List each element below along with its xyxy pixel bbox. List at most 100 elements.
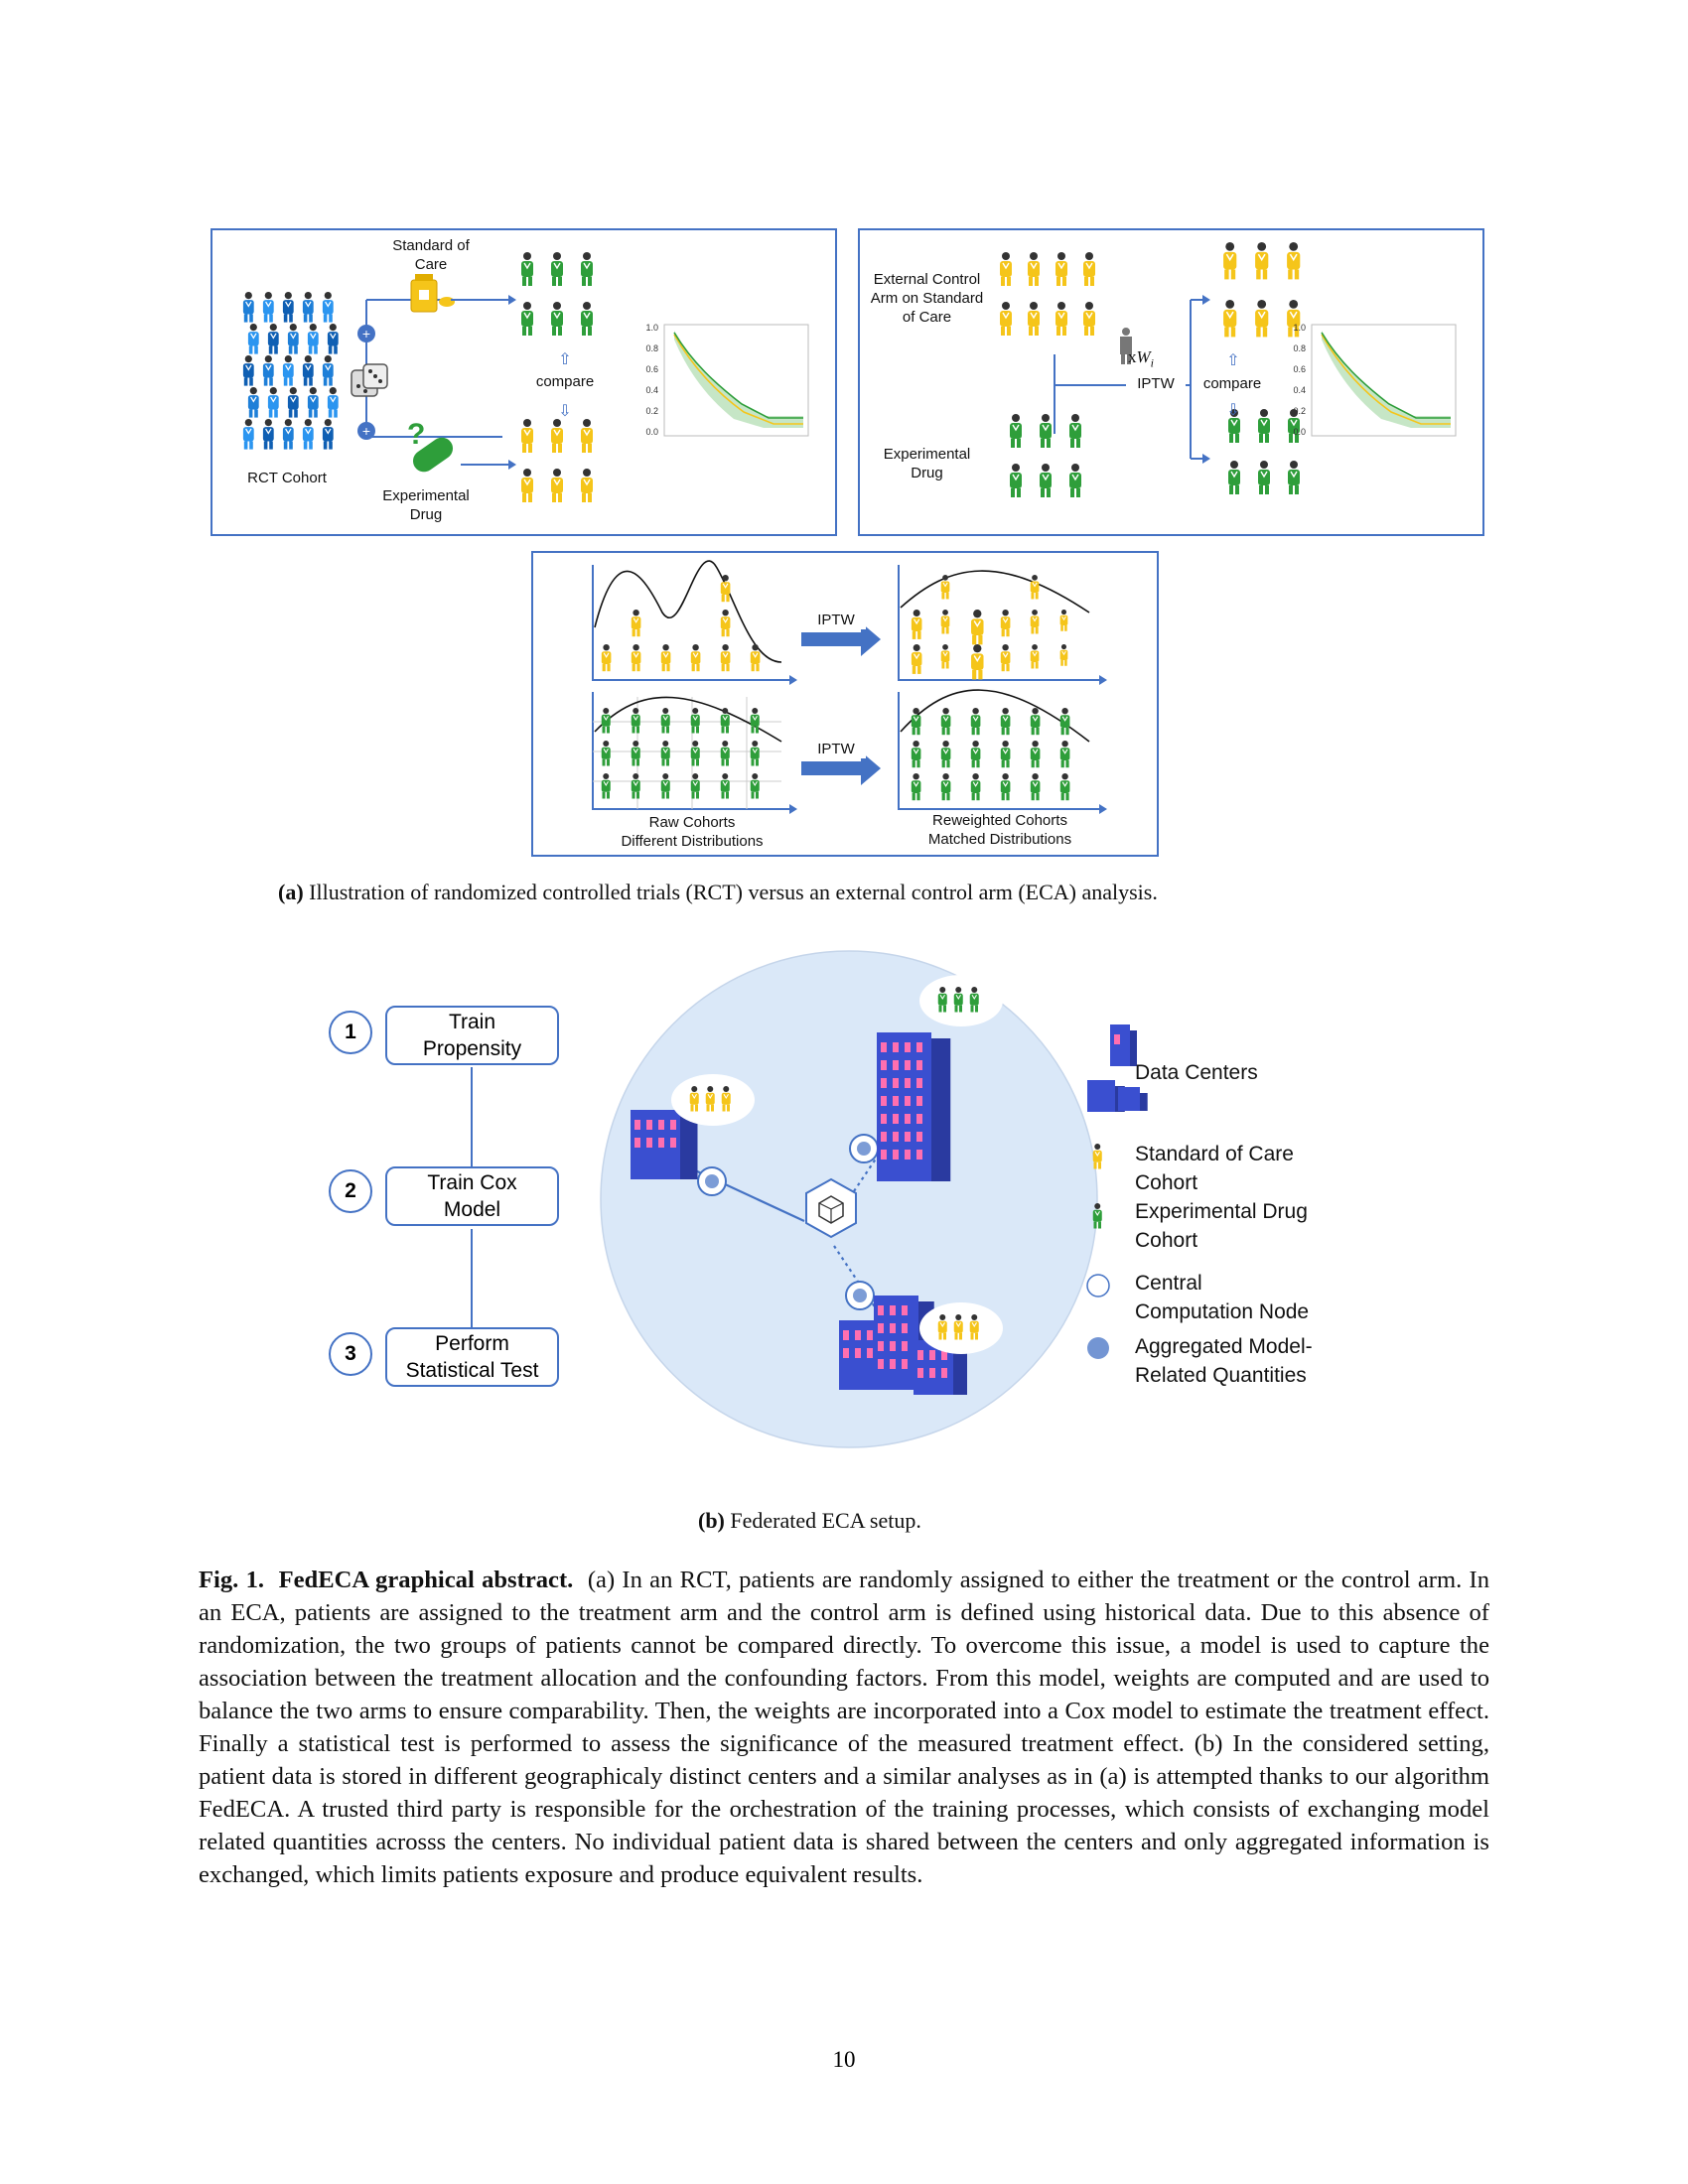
person-icon bbox=[660, 773, 670, 799]
person-icon bbox=[1030, 741, 1041, 768]
plus-icon bbox=[357, 422, 375, 440]
person-icon bbox=[1000, 610, 1011, 637]
svg-text:1.0: 1.0 bbox=[645, 323, 658, 333]
person-icon bbox=[940, 644, 950, 669]
person-icon bbox=[1000, 252, 1012, 286]
person-icon bbox=[1228, 409, 1240, 443]
reweighted-cohorts-label: Reweighted Cohorts Matched Distributions bbox=[891, 811, 1109, 849]
person-icon bbox=[581, 302, 593, 336]
rct-panel-graphics: + + ? ⇧ ⇩ 1.00.80.60 bbox=[242, 252, 809, 502]
person-icon bbox=[689, 1086, 699, 1112]
person-icon bbox=[940, 773, 951, 801]
person-icon bbox=[242, 355, 254, 386]
person-icon bbox=[1030, 610, 1040, 634]
person-icon bbox=[1092, 1203, 1102, 1229]
person-icon bbox=[1059, 610, 1068, 631]
person-icon bbox=[262, 355, 274, 386]
person-icon bbox=[307, 324, 319, 354]
rct-cohort-figures bbox=[242, 292, 339, 450]
svg-text:0.8: 0.8 bbox=[1293, 343, 1306, 353]
person-icon bbox=[721, 1086, 731, 1112]
svg-text:⇩: ⇩ bbox=[558, 403, 571, 420]
standard-of-care-drug-icon bbox=[410, 274, 455, 313]
person-icon bbox=[940, 741, 951, 768]
svg-text:0.0: 0.0 bbox=[645, 427, 658, 437]
svg-text:0.8: 0.8 bbox=[645, 343, 658, 353]
weight-var: W bbox=[1136, 347, 1151, 366]
svg-text:+: + bbox=[362, 326, 370, 341]
data-center-icon bbox=[631, 1110, 698, 1179]
person-icon bbox=[690, 708, 700, 734]
person-icon bbox=[282, 355, 294, 386]
person-icon bbox=[1059, 741, 1070, 768]
person-icon bbox=[302, 292, 314, 323]
reweighted-cohorts-line1: Reweighted Cohorts bbox=[932, 812, 1067, 829]
figure-text: (a) In an RCT, patients are randomly ass… bbox=[199, 1567, 1489, 1888]
step-3-label: Perform Statistical Test bbox=[405, 1332, 539, 1382]
person-icon bbox=[581, 252, 593, 286]
cohort-bubble bbox=[671, 1074, 755, 1126]
person-icon bbox=[322, 355, 334, 386]
person-icon bbox=[970, 741, 981, 768]
person-icon bbox=[1083, 302, 1095, 336]
iptw-label: IPTW bbox=[1126, 374, 1186, 393]
page-number: 10 bbox=[832, 2047, 856, 2072]
step-3-number: 3 bbox=[329, 1332, 372, 1376]
person-icon bbox=[660, 708, 670, 734]
person-icon bbox=[631, 708, 640, 734]
person-icon bbox=[247, 324, 259, 354]
central-node-icon bbox=[805, 1177, 857, 1239]
person-icon bbox=[953, 987, 963, 1013]
rct-standard-cohort bbox=[521, 419, 593, 502]
legend-exp-cohort: Experimental Drug Cohort bbox=[1135, 1200, 1308, 1252]
person-icon bbox=[750, 644, 761, 672]
figure-label: Fig. 1. bbox=[199, 1567, 265, 1593]
person-icon bbox=[1255, 300, 1269, 338]
person-icon bbox=[1040, 414, 1052, 448]
person-icon bbox=[1287, 242, 1301, 280]
step-1-box: Train Propensity bbox=[385, 1006, 559, 1065]
step-1-label: Train Propensity bbox=[422, 1011, 522, 1060]
figure-caption: Fig. 1. FedECA graphical abstract. (a) I… bbox=[199, 1564, 1489, 1891]
caption-b: (b) Federated ECA setup. bbox=[698, 1508, 921, 1534]
legend-aggregated: Aggregated Model- Related Quantities bbox=[1135, 1335, 1313, 1387]
cohort-bubble bbox=[919, 1302, 1003, 1354]
person-icon bbox=[581, 469, 593, 502]
person-icon bbox=[720, 610, 731, 637]
aggregated-legend-icon bbox=[1087, 1337, 1109, 1359]
reweighted-cohorts-line2: Matched Distributions bbox=[927, 831, 1072, 848]
eca-experimental-drug-label: Experimental Drug bbox=[883, 446, 971, 481]
data-center-icon bbox=[1110, 1024, 1137, 1066]
svg-text:0.2: 0.2 bbox=[645, 406, 658, 416]
person-icon bbox=[970, 773, 981, 801]
rct-experimental-cohort bbox=[521, 252, 593, 336]
person-icon bbox=[705, 1086, 715, 1112]
federated-graphics bbox=[467, 950, 1148, 1448]
eca-reweighted-experimental bbox=[1228, 409, 1300, 494]
weight-label: xWi bbox=[1128, 347, 1188, 372]
person-icon bbox=[267, 324, 279, 354]
person-icon bbox=[750, 708, 760, 734]
person-icon bbox=[940, 575, 950, 600]
iptw-arrow-icon bbox=[801, 751, 881, 785]
compare-label: compare bbox=[535, 373, 595, 390]
person-icon bbox=[1083, 252, 1095, 286]
caption-b-tag: (b) bbox=[698, 1508, 725, 1533]
person-icon bbox=[262, 419, 274, 450]
svg-text:⇩: ⇩ bbox=[1226, 402, 1239, 419]
person-icon bbox=[660, 741, 670, 766]
federated-diagram bbox=[298, 943, 1390, 1459]
person-icon bbox=[1028, 252, 1040, 286]
step-3-box: Perform Statistical Test bbox=[385, 1327, 559, 1387]
person-icon bbox=[1223, 300, 1237, 338]
person-icon bbox=[937, 987, 947, 1013]
person-icon bbox=[1010, 464, 1022, 497]
person-icon bbox=[1092, 1144, 1102, 1169]
person-icon bbox=[242, 419, 254, 450]
person-icon bbox=[720, 708, 730, 734]
person-icon bbox=[287, 387, 299, 418]
person-icon bbox=[937, 1314, 947, 1340]
person-icon bbox=[1040, 464, 1052, 497]
person-icon bbox=[322, 419, 334, 450]
